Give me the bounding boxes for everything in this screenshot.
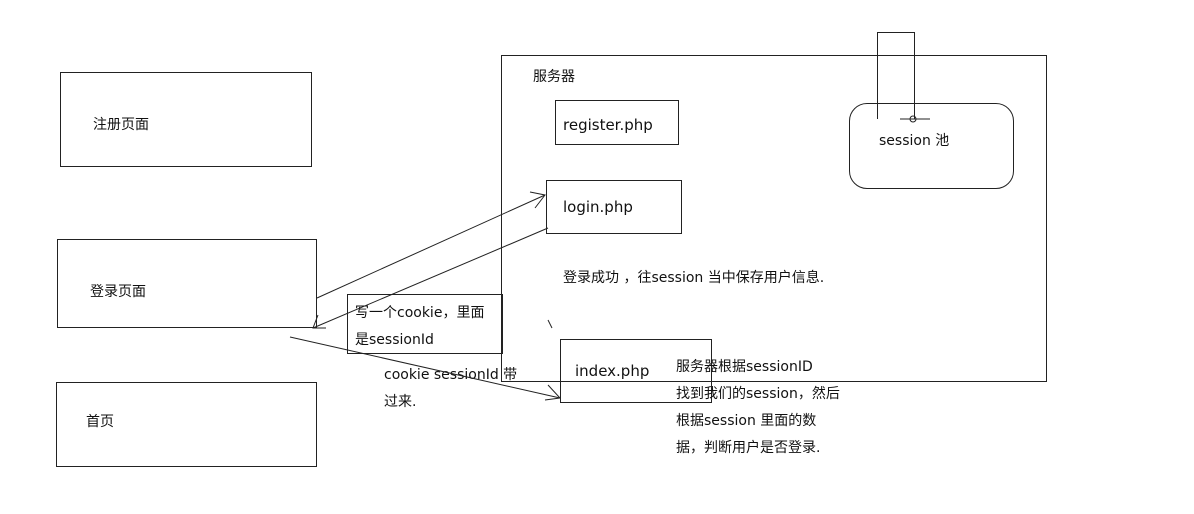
server-title: 服务器 (533, 69, 575, 85)
stray-mark (547, 319, 553, 329)
session-pool-label: session 池 (879, 133, 950, 149)
home-page-box (56, 382, 317, 467)
arrow-login-to-server (316, 194, 546, 299)
cookie-note-box (347, 294, 503, 354)
pool-pin (909, 115, 917, 123)
register-page-box (60, 72, 312, 167)
cookie-carry-note-line1: cookie sessionId 带 (384, 367, 518, 383)
server-lookup-note-line3: 根据session 里面的数 (676, 413, 817, 429)
server-lookup-note-line1: 服务器根据sessionID (676, 359, 813, 375)
login-page-label: 登录页面 (90, 284, 146, 300)
login-php-label: login.php (563, 198, 633, 216)
session-pool-tab (877, 32, 915, 119)
register-php-box (555, 100, 679, 145)
index-php-label: index.php (575, 362, 650, 380)
cookie-carry-note-line2: 过来. (384, 394, 417, 410)
cookie-note-line2: 是sessionId (355, 332, 434, 348)
server-box (501, 55, 1047, 382)
index-php-box (560, 339, 712, 403)
server-lookup-note-line2: 找到我们的session，然后 (676, 386, 840, 402)
login-page-box (57, 239, 317, 328)
login-success-note: 登录成功 ，往session 当中保存用户信息. (563, 270, 825, 286)
arrow-server-to-login (312, 227, 549, 329)
register-php-label: register.php (563, 116, 653, 134)
home-page-label: 首页 (86, 414, 114, 430)
arrowhead-server-to-login (312, 314, 326, 329)
session-pool-box (849, 103, 1014, 189)
cookie-note-line1: 写一个cookie，里面 (355, 305, 485, 321)
arrowhead-login-to-server (529, 191, 546, 209)
login-php-box (546, 180, 682, 234)
arrowhead-login-to-index (544, 384, 562, 401)
server-lookup-note-line4: 据，判断用户是否登录. (676, 440, 821, 456)
register-page-label: 注册页面 (93, 117, 149, 133)
arrow-login-to-index (289, 336, 561, 399)
